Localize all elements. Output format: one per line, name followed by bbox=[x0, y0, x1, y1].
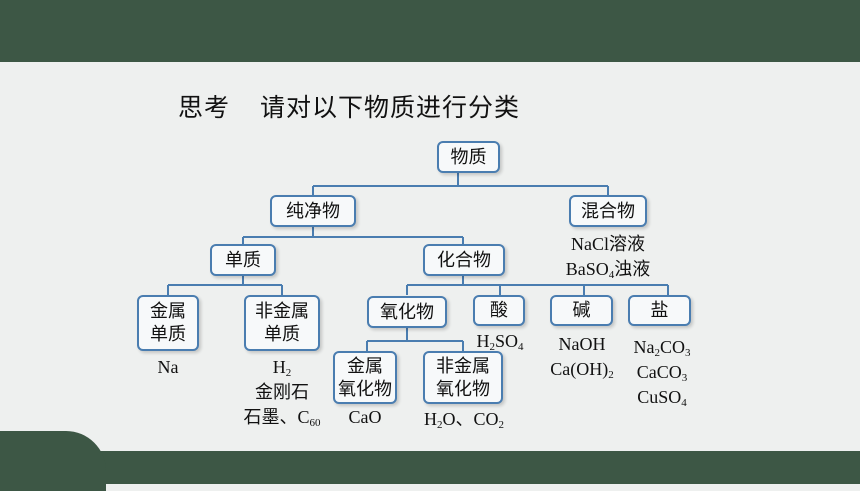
example-line: H2 bbox=[272, 357, 292, 379]
example-line: NaOH bbox=[558, 334, 606, 354]
example-line: Na2CO3 bbox=[633, 337, 691, 359]
node-element: 单质 bbox=[210, 244, 276, 276]
examples-metal-oxide: CaO bbox=[330, 405, 400, 430]
example-line: H2O、CO2 bbox=[423, 409, 504, 431]
slide-title: 思考请对以下物质进行分类 bbox=[178, 88, 520, 124]
node-metal-oxide: 金属氧化物 bbox=[333, 351, 397, 404]
node-acid: 酸 bbox=[473, 295, 525, 326]
examples-acid: H2SO4 bbox=[460, 329, 540, 354]
example-line: H2SO4 bbox=[476, 331, 524, 353]
example-line: Na bbox=[157, 357, 179, 377]
examples-base: NaOH Ca(OH)2 bbox=[532, 332, 632, 382]
example-line: Ca(OH)2 bbox=[550, 359, 614, 381]
title-label: 思考 bbox=[178, 93, 231, 122]
connector-pure bbox=[242, 226, 464, 244]
example-line: 金刚石 bbox=[255, 382, 309, 402]
examples-metal-element: Na bbox=[134, 355, 202, 380]
node-nonmetal-element: 非金属单质 bbox=[244, 295, 320, 351]
example-line: NaCl溶液 bbox=[571, 234, 645, 254]
node-mixture: 混合物 bbox=[569, 195, 647, 227]
footer-band bbox=[0, 451, 860, 484]
example-line: CaCO3 bbox=[636, 362, 688, 384]
examples-mixture: NaCl溶液 BaSO4浊液 bbox=[548, 232, 668, 282]
header-band bbox=[0, 0, 860, 62]
node-nonmetal-oxide: 非金属氧化物 bbox=[423, 351, 503, 404]
example-line: CuSO4 bbox=[637, 387, 687, 409]
examples-nonmetal-oxide: H2O、CO2 bbox=[403, 407, 525, 432]
example-line: 石墨、C60 bbox=[243, 407, 321, 429]
title-text: 请对以下物质进行分类 bbox=[260, 93, 521, 122]
example-line: CaO bbox=[348, 407, 382, 427]
node-substance: 物质 bbox=[437, 141, 500, 173]
connector-element bbox=[167, 275, 283, 295]
node-compound: 化合物 bbox=[423, 244, 505, 276]
connector-compound bbox=[406, 276, 669, 295]
node-metal-element: 金属单质 bbox=[137, 295, 199, 351]
connector-root bbox=[312, 172, 609, 195]
node-base: 碱 bbox=[550, 295, 613, 326]
examples-nonmetal-element: H2 金刚石石墨、C60 bbox=[222, 355, 342, 430]
node-salt: 盐 bbox=[628, 295, 691, 326]
node-pure-substance: 纯净物 bbox=[270, 195, 356, 227]
connector-oxide bbox=[366, 328, 464, 351]
node-oxide: 氧化物 bbox=[367, 296, 447, 328]
corner-decoration bbox=[0, 431, 106, 491]
example-line: BaSO4浊液 bbox=[565, 259, 651, 281]
